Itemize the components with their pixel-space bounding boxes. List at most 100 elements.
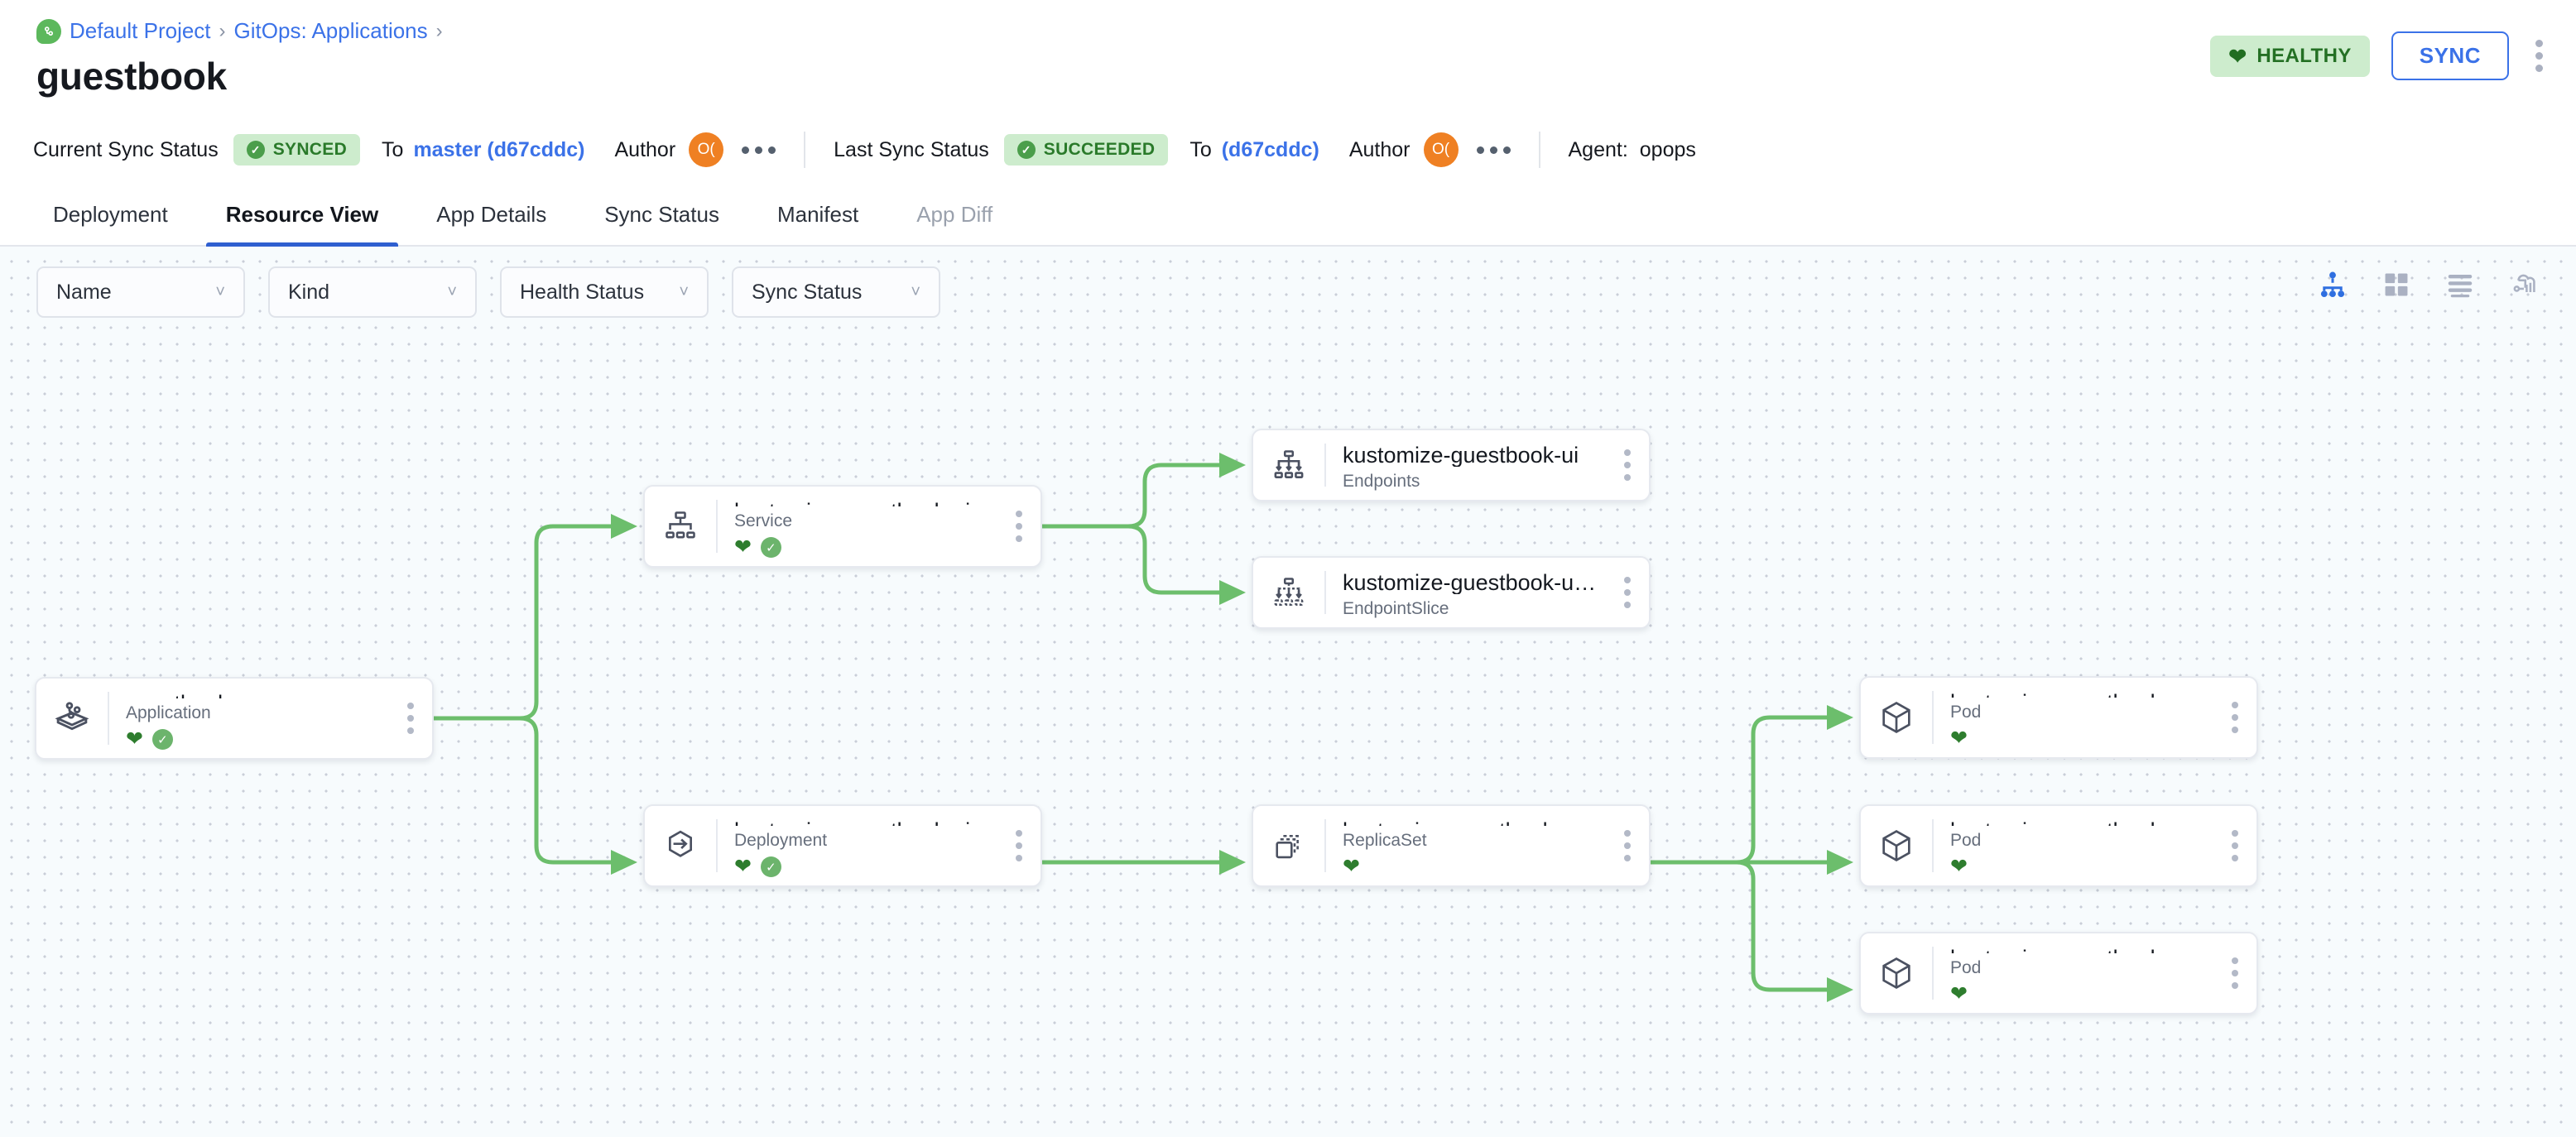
endpointslice-icon [1253, 558, 1324, 627]
breadcrumb-link-gitops-applications[interactable]: GitOps: Applications [233, 18, 428, 43]
node-content: guestbook Application ❤ ✓ [109, 679, 389, 758]
node-kind: Endpoints [1343, 471, 1420, 491]
grid-view-icon[interactable] [2382, 271, 2410, 299]
view-mode-toggle-group [2318, 270, 2540, 300]
node-kind: Service [734, 511, 793, 530]
node-menu-icon[interactable] [389, 679, 432, 758]
node-menu-icon[interactable] [1606, 806, 1649, 885]
node-menu-icon[interactable] [2213, 678, 2256, 757]
graph-node-endpointslice[interactable]: kustomize-guestbook-ui-… EndpointSlice [1252, 556, 1651, 629]
deployment-icon [645, 806, 716, 885]
filter-sync-status-select[interactable]: Sync Status ˅ [732, 266, 940, 318]
node-kind: ReplicaSet [1343, 830, 1427, 850]
node-menu-icon[interactable] [2213, 933, 2256, 1013]
network-view-icon[interactable] [2510, 270, 2540, 300]
check-circle-icon: ✓ [246, 141, 265, 159]
node-title: kustomize-guestbook-ui [734, 498, 989, 506]
node-divider-6 [1324, 819, 1326, 872]
node-divider-5 [1324, 571, 1326, 614]
graph-node-pod-3[interactable]: kustomize-guestbook-ui-… Pod ❤ [1859, 932, 2258, 1015]
tab-app-diff: App Diff [916, 201, 993, 227]
node-kind: Application [126, 703, 211, 722]
node-status: ❤ ✓ [734, 537, 989, 558]
node-status: ❤ [1950, 856, 2205, 877]
node-status: ❤ ✓ [734, 856, 989, 877]
node-status: ❤ [1343, 856, 1598, 877]
breadcrumb-link-default-project[interactable]: Default Project [70, 18, 211, 43]
filter-bar: Name ˅ Kind ˅ Health Status ˅ Sync Statu… [0, 247, 2576, 338]
current-sync-status-value: SYNCED [272, 140, 348, 159]
node-menu-icon[interactable] [2213, 806, 2256, 885]
graph-node-replicaset[interactable]: kustomize-guestbook-ui-… ReplicaSet ❤ [1252, 804, 1651, 887]
node-divider-7 [1932, 691, 1934, 744]
filter-health-status-select[interactable]: Health Status ˅ [500, 266, 709, 318]
node-content-8: kustomize-guestbook-ui-… Pod ❤ [1934, 806, 2213, 885]
heart-icon: ❤ [2228, 43, 2247, 69]
node-status: ❤ [1950, 984, 2205, 1005]
heart-icon: ❤ [734, 535, 752, 559]
node-divider-8 [1932, 819, 1934, 872]
filter-kind-select[interactable]: Kind ˅ [268, 266, 477, 318]
current-author-label: Author [614, 137, 676, 161]
heart-icon: ❤ [1343, 855, 1360, 878]
last-author-more-icon[interactable] [1476, 146, 1511, 154]
sync-button[interactable]: SYNC [2391, 31, 2509, 80]
filter-kind-label: Kind [288, 280, 330, 304]
pod-icon [1861, 678, 1932, 757]
node-content-6: kustomize-guestbook-ui-… ReplicaSet ❤ [1326, 806, 1606, 885]
tab-deployment[interactable]: Deployment [53, 201, 168, 227]
node-menu-icon[interactable] [1606, 558, 1649, 627]
node-menu-icon[interactable] [1606, 430, 1649, 500]
divider-2 [1538, 132, 1540, 168]
node-title: kustomize-guestbook-ui-… [1343, 818, 1598, 826]
graph-node-pod-2[interactable]: kustomize-guestbook-ui-… Pod ❤ [1859, 804, 2258, 887]
current-to-label: To [382, 137, 404, 161]
tab-bar: Deployment Resource View App Details Syn… [0, 184, 2576, 247]
agent-info: Agent:opops [1569, 138, 1696, 162]
chevron-down-icon-2: ˅ [447, 282, 457, 301]
node-menu-icon[interactable] [997, 806, 1040, 885]
tab-resource-view[interactable]: Resource View [205, 184, 399, 247]
sync-check-icon: ✓ [760, 537, 781, 558]
graph-node-endpoints[interactable]: kustomize-guestbook-ui Endpoints [1252, 429, 1651, 501]
tree-view-icon[interactable] [2318, 270, 2348, 300]
divider [804, 132, 806, 168]
node-title: kustomize-guestbook-ui-… [1950, 945, 2205, 953]
heart-icon: ❤ [1950, 982, 1968, 1005]
avatar: O( [689, 132, 724, 167]
graph-node-application[interactable]: guestbook Application ❤ ✓ [35, 677, 434, 760]
sync-status-strip: Current Sync Status ✓ SYNCED To master (… [0, 116, 2576, 184]
node-divider-9 [1932, 947, 1934, 1000]
graph-node-deployment[interactable]: kustomize-guestbook-ui Deployment ❤ ✓ [643, 804, 1042, 887]
node-kind: Pod [1950, 702, 1982, 722]
service-icon [645, 487, 716, 566]
node-menu-icon[interactable] [997, 487, 1040, 566]
graph-node-service[interactable]: kustomize-guestbook-ui Service ❤ ✓ [643, 485, 1042, 568]
tab-app-details[interactable]: App Details [436, 201, 547, 227]
check-circle-icon-2: ✓ [1016, 141, 1036, 159]
node-title: kustomize-guestbook-ui-… [1950, 818, 2205, 826]
tab-sync-status[interactable]: Sync Status [604, 201, 719, 227]
node-kind: Deployment [734, 830, 828, 850]
kebab-vertical-icon[interactable] [2530, 35, 2548, 77]
current-revision-link[interactable]: master (d67cddc) [413, 137, 585, 161]
node-status: ❤ ✓ [126, 729, 381, 750]
current-author-more-icon[interactable] [742, 146, 776, 154]
filter-name-select[interactable]: Name ˅ [36, 266, 245, 318]
node-content-5: kustomize-guestbook-ui-… EndpointSlice [1326, 558, 1606, 627]
node-title: guestbook [126, 690, 381, 698]
node-divider-3 [716, 819, 718, 872]
tab-manifest[interactable]: Manifest [776, 201, 859, 227]
node-divider [108, 692, 109, 745]
list-view-icon[interactable] [2445, 270, 2475, 300]
node-divider-2 [716, 500, 718, 553]
replicaset-icon [1253, 806, 1324, 885]
sync-check-icon: ✓ [151, 729, 173, 750]
node-kind: Pod [1950, 830, 1982, 850]
last-sync-status-label: Last Sync Status [834, 137, 989, 161]
resource-graph-canvas[interactable]: Name ˅ Kind ˅ Health Status ˅ Sync Statu… [0, 247, 2576, 1137]
heart-icon: ❤ [1950, 855, 1968, 878]
last-revision-link[interactable]: (d67cddc) [1221, 137, 1319, 161]
project-logo-icon [36, 18, 61, 44]
graph-node-pod-1[interactable]: kustomize-guestbook-ui-… Pod ❤ [1859, 676, 2258, 759]
